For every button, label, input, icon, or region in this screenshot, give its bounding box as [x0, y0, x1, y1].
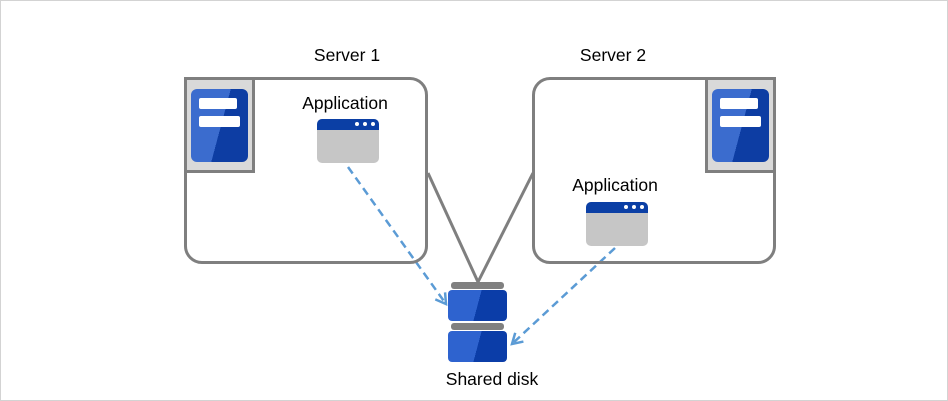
server-tower-icon	[191, 88, 248, 162]
server1-label: Server 1	[313, 45, 381, 65]
server2-label: Server 2	[579, 45, 647, 65]
tower-slot-bar	[199, 115, 240, 127]
application-window-icon	[317, 119, 379, 163]
disk-top-bar	[451, 282, 504, 289]
tower-slot-bar	[199, 97, 237, 109]
disk-top-bar	[451, 323, 504, 330]
server-tower-icon	[712, 88, 769, 162]
shared-disk-label: Shared disk	[445, 369, 539, 389]
tower-slot-bar	[720, 97, 758, 109]
application1-label: Application	[302, 93, 388, 113]
server1-icon-frame	[184, 77, 255, 173]
window-dots-icon	[624, 205, 644, 209]
application-window-icon	[586, 202, 648, 246]
connector-line-server1-to-disk	[426, 172, 480, 283]
tower-slot-bar	[720, 115, 761, 127]
disk-unit	[448, 331, 507, 362]
window-titlebar	[317, 119, 379, 130]
window-dots-icon	[355, 122, 375, 126]
server2-icon-frame	[705, 77, 776, 173]
window-titlebar	[586, 202, 648, 213]
disk-unit	[448, 290, 507, 321]
application2-label: Application	[572, 175, 658, 195]
